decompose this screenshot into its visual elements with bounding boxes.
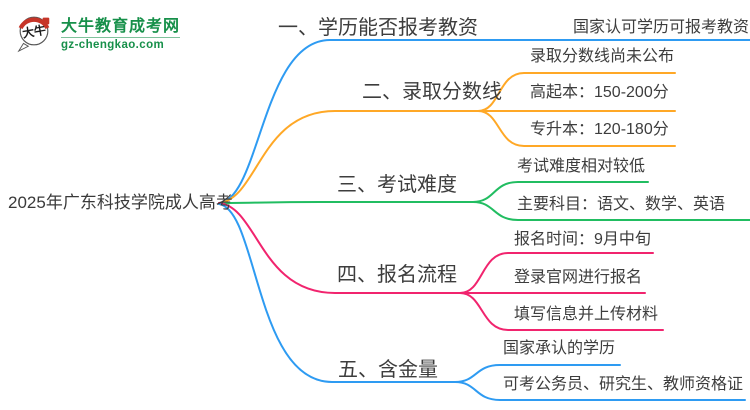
branch2-line — [218, 110, 479, 204]
child-5-1: 国家承认的学历 — [503, 340, 616, 357]
topic-1-qualification: 一、学历能否报考教资 — [278, 17, 478, 39]
child-2-2: 高起本：150-200分 — [530, 84, 669, 101]
branch4-child1-line — [459, 252, 654, 294]
child-4-3: 填写信息并上传材料 — [514, 306, 659, 323]
logo-domain: gz-chengkao.com — [61, 38, 165, 51]
branch4-child3-line — [459, 292, 664, 331]
child-1-1: 国家认可学历可报考教资 — [573, 19, 750, 36]
topic-2-admission-scores: 二、录取分数线 — [362, 81, 502, 103]
speech-bubble-circle — [19, 16, 49, 46]
branch5-line — [218, 203, 456, 383]
child-3-1: 考试难度相对较低 — [517, 158, 646, 175]
logo-icon-text: 大牛 — [21, 23, 47, 41]
logo-bubble-icon: 大牛 — [17, 16, 50, 53]
child-3-2: 主要科目：语文、数学、英语 — [517, 196, 726, 213]
child-2-3: 专升本：120-180分 — [530, 121, 669, 138]
branch5-child2-line — [454, 381, 746, 401]
topic-3-exam-difficulty: 三、考试难度 — [337, 174, 457, 196]
child-2-1: 录取分数线尚未公布 — [530, 48, 675, 65]
logo-red-arc — [18, 17, 50, 30]
branch3-child1-line — [472, 181, 649, 203]
topic-5-value: 五、含金量 — [338, 359, 438, 381]
root-node: 2025年广东科技学院成人高考 — [8, 193, 233, 212]
branch4-line — [218, 202, 461, 294]
child-5-2: 可考公务员、研究生、教师资格证 — [503, 376, 744, 393]
logo-title: 大牛教育成考网 — [61, 17, 181, 35]
speech-bubble-tail — [17, 42, 30, 53]
branch3-child2-line — [472, 201, 750, 221]
logo-separator — [61, 36, 181, 38]
branch3-line — [218, 201, 474, 204]
branch2-child3-line — [477, 110, 676, 147]
branch5-child1-line — [454, 364, 621, 383]
topic-4-registration-process: 四、报名流程 — [337, 264, 457, 286]
child-4-2: 登录官网进行报名 — [514, 269, 643, 286]
logo-red-seal — [42, 17, 50, 25]
child-4-1: 报名时间：9月中旬 — [514, 231, 651, 248]
logo-lockup: 大牛教育成考网 gz-chengkao.com — [61, 12, 181, 51]
branch2-child1-line — [477, 72, 676, 112]
branch1-line — [218, 39, 750, 204]
site-logo: 大牛 大牛教育成考网 gz-chengkao.com — [13, 9, 181, 53]
